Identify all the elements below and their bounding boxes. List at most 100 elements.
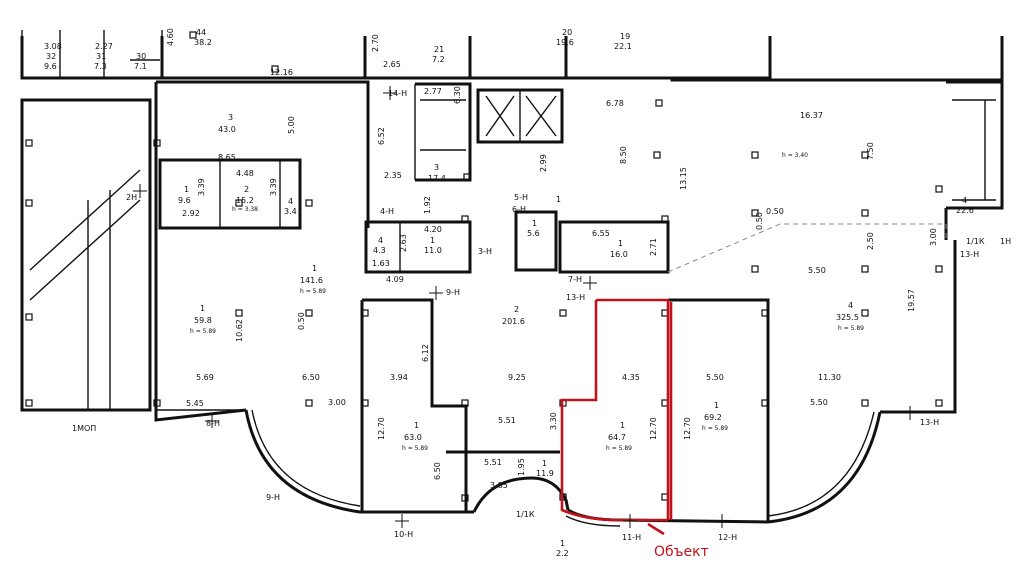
room-height: h = 5.89	[402, 445, 428, 452]
axis-label: 7-Н	[568, 275, 582, 284]
room-area: 63.0	[404, 433, 422, 442]
dimension: 2.77	[424, 87, 442, 96]
stair-lines	[29, 95, 996, 410]
dimension: 6.55	[592, 229, 610, 238]
room-area: 201.6	[502, 317, 525, 326]
dimension: 9.25	[508, 373, 526, 382]
dimension: 12.16	[270, 68, 293, 77]
axis-label: 4-Н	[380, 207, 394, 216]
room-id: 1	[184, 185, 189, 194]
room-area: 141.6	[300, 276, 323, 285]
dimension: 16.37	[800, 111, 823, 120]
room-id: 1	[618, 239, 623, 248]
dimension: 12.70	[683, 417, 692, 440]
dimension: 7.50	[866, 142, 875, 160]
dimension: 3.39	[197, 178, 206, 196]
dimension: 5.50	[706, 373, 724, 382]
dimension: 2.35	[384, 171, 402, 180]
axis-label: 10-Н	[394, 530, 413, 539]
room-id: 30	[136, 52, 146, 61]
axis-label: 14-Н	[388, 89, 407, 98]
room-id: 19	[620, 32, 630, 41]
dimension: 0.50	[755, 212, 764, 230]
room-area: 3.4	[284, 207, 297, 216]
dimension: 5.51	[498, 416, 516, 425]
axis-label: 9-Н	[446, 288, 460, 297]
room-area: 9.6	[178, 196, 191, 205]
room-id: 20	[562, 28, 572, 37]
room-labels: 1 59.8 h = 5.89 1 141.6 h = 5.89 1 63.0 …	[44, 28, 974, 558]
dashed-lines	[667, 223, 947, 273]
dimension-labels: 3.08 2.27 12.16 2.70 2.65 2.77 6.30 6.78…	[44, 28, 938, 490]
room-area: 22.6	[956, 206, 974, 215]
dimension: 13.15	[679, 167, 688, 190]
dimension: 5.00	[287, 116, 296, 134]
axis-label: 8-Н	[206, 419, 220, 428]
room-area: 7.1	[134, 62, 147, 71]
room-id: 1	[714, 401, 719, 410]
dimension: 5.69	[196, 373, 214, 382]
room-area: 4.3	[373, 246, 386, 255]
room-id: 1	[200, 304, 205, 313]
room-area: 7.2	[432, 55, 445, 64]
dimension: 3.94	[390, 373, 408, 382]
room-height: h = 5.89	[606, 445, 632, 452]
room-id: 1	[560, 539, 565, 548]
dimension: 0.50	[297, 312, 306, 330]
room-id: 1	[414, 421, 419, 430]
dimension: 12.70	[649, 417, 658, 440]
room-id: 4	[848, 301, 853, 310]
room-id: 4	[288, 197, 293, 206]
room-id: 2	[244, 185, 249, 194]
dimension: 3.00	[328, 398, 346, 407]
room-height: h = 5.89	[190, 328, 216, 335]
room-area: 11.9	[536, 469, 554, 478]
dimension: 4.09	[386, 275, 404, 284]
dimension: 2.92	[182, 209, 200, 218]
dimension: 2.71	[649, 238, 658, 256]
dimension: 5.45	[186, 399, 204, 408]
room-area: 19.6	[556, 38, 574, 47]
height-note: h = 3.40	[782, 152, 808, 159]
dimension: 8.65	[218, 153, 236, 162]
room-id: 31	[96, 52, 106, 61]
room-id: 4	[378, 236, 383, 245]
axis-label: 5-Н	[514, 193, 528, 202]
room-area: 64.7	[608, 433, 626, 442]
dimension: 2.63	[399, 234, 408, 252]
room-area: 325.5	[836, 313, 859, 322]
object-outline	[560, 298, 673, 536]
dimension: 3.30	[549, 412, 558, 430]
dimension: 4.35	[622, 373, 640, 382]
dimension: 1.63	[372, 259, 390, 268]
axis-label: 1/1К	[516, 510, 535, 519]
axis-label: 6-Н	[512, 205, 526, 214]
axis-label: 9-Н	[266, 493, 280, 502]
dimension: 6.30	[453, 86, 462, 104]
room-height: h = 5.89	[702, 425, 728, 432]
room-area: 38.2	[194, 38, 212, 47]
dimension: 1.95	[517, 458, 526, 476]
room-height: h = 5.89	[300, 288, 326, 295]
room-id: 1	[542, 459, 547, 468]
room-id: 2	[514, 305, 519, 314]
dimension: 5.50	[810, 398, 828, 407]
axis-label: 1/1К	[966, 237, 985, 246]
dimension: 3.00	[929, 228, 938, 246]
axis-label: 13-Н	[920, 418, 939, 427]
room-area: 11.0	[424, 246, 442, 255]
dimension: 1.92	[423, 196, 432, 214]
room-id: 1	[430, 236, 435, 245]
dimension: 4.60	[166, 28, 175, 46]
room-area: 7.3	[94, 62, 107, 71]
dimension: 3.85	[490, 481, 508, 490]
dimension: 6.12	[421, 344, 430, 362]
axis-label: 2Н	[126, 193, 137, 202]
axis-markers: 14-Н 2Н 4-Н 3-Н 5-Н 6-Н 7-Н 9-Н 13-Н 13-…	[126, 89, 1011, 542]
room-id: 4	[962, 196, 967, 205]
dimension: 2.70	[371, 34, 380, 52]
dimension: 3.08	[44, 42, 62, 51]
axis-label: 3-Н	[478, 247, 492, 256]
walls	[20, 30, 1004, 522]
